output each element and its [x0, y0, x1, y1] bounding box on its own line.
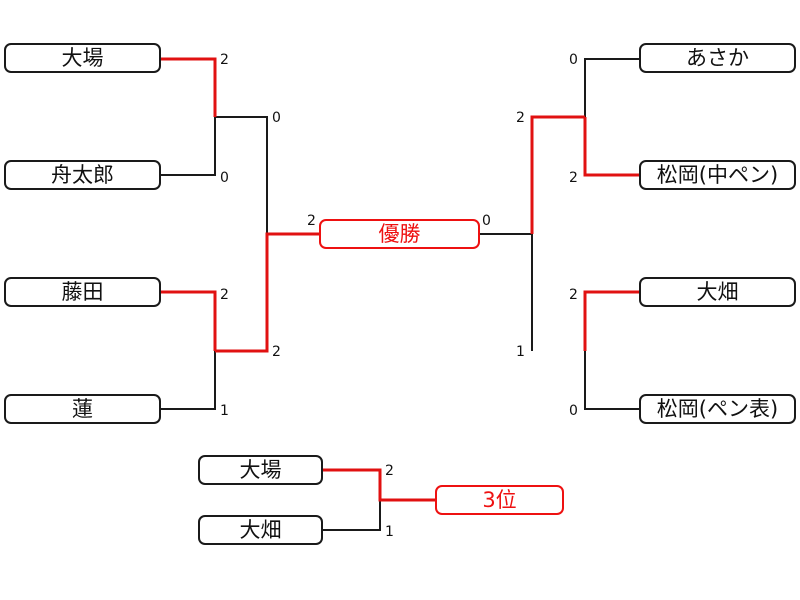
- player-box-right-2: 松岡(中ペン): [639, 160, 796, 190]
- line-r4-loser: [584, 351, 640, 410]
- final-champion-box: 優勝: [319, 219, 480, 249]
- player-box-right-3: 大畑: [639, 277, 796, 307]
- score-final-right: 0: [482, 213, 491, 229]
- line-rsf-winner: [530, 115, 585, 234]
- score-left-r1-4: 1: [220, 403, 229, 419]
- score-left-r1-1: 2: [220, 52, 229, 68]
- line-r3-winner: [583, 290, 640, 351]
- line-r1-loser: [584, 58, 640, 117]
- player-box-left-1: 大場: [4, 43, 161, 73]
- line-l1-winner: [160, 57, 217, 117]
- line-3rd-loser: [322, 500, 381, 531]
- score-third-2: 1: [385, 524, 394, 540]
- line-lsf-loser: [215, 116, 268, 234]
- third-place-box: 3位: [435, 485, 564, 515]
- player-box-left-2: 舟太郎: [4, 160, 161, 190]
- score-right-r1-1: 0: [569, 52, 578, 68]
- line-rsf-loser: [480, 233, 533, 351]
- player-box-right-1: あさか: [639, 43, 796, 73]
- score-third-1: 2: [385, 463, 394, 479]
- score-right-sf-2: 1: [516, 344, 525, 360]
- score-right-sf-1: 2: [516, 110, 525, 126]
- third-place-player-2: 大畑: [198, 515, 323, 545]
- player-box-left-3: 藤田: [4, 277, 161, 307]
- third-place-player-1: 大場: [198, 455, 323, 485]
- player-box-right-4: 松岡(ペン表): [639, 394, 796, 424]
- score-right-r1-3: 2: [569, 287, 578, 303]
- line-l4-loser: [160, 351, 216, 410]
- score-right-r1-4: 0: [569, 403, 578, 419]
- line-l3-winner: [160, 290, 217, 351]
- line-r2-winner: [583, 117, 640, 177]
- score-left-r1-3: 2: [220, 287, 229, 303]
- score-final-left: 2: [307, 213, 316, 229]
- player-box-left-4: 蓮: [4, 394, 161, 424]
- line-lsf-winner: [215, 232, 320, 353]
- score-left-sf-2: 2: [272, 344, 281, 360]
- score-left-sf-1: 0: [272, 110, 281, 126]
- score-right-r1-2: 2: [569, 170, 578, 186]
- score-left-r1-2: 0: [220, 170, 229, 186]
- line-l1-loser: [160, 117, 216, 176]
- line-3rd-winner: [322, 468, 436, 502]
